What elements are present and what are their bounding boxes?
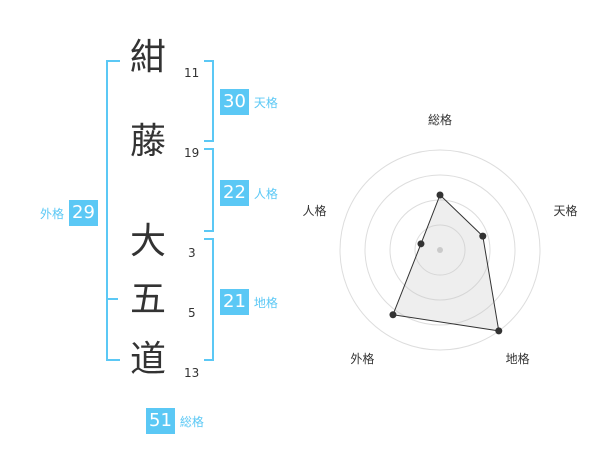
gaikaku-value: 29 [69,200,98,226]
jinkaku-value: 22 [220,180,249,206]
radar-point [479,232,487,240]
radar-axis-label: 総格 [428,113,453,127]
radar-ring [414,224,466,276]
radar-series-polygon [392,194,500,332]
name-char-3: 大 [129,221,166,262]
tenkaku-label: 天格 [253,95,278,110]
stroke-count-4: 5 [188,306,196,320]
radar-ring [364,174,516,326]
tenkaku-badge: 30 天格 [220,89,278,115]
radar-chart [339,149,541,351]
tenkaku-value: 30 [220,89,249,115]
radar-point [436,191,444,199]
name-char-1: 紺 [129,37,166,78]
soukaku-badge: 51 総格 [146,408,204,434]
stroke-count-2: 19 [184,146,200,160]
radar-ring [389,199,491,301]
jinkaku-bracket [204,148,214,232]
radar-axis-label: 天格 [553,204,578,219]
tenkaku-bracket [204,60,214,142]
radar-axis-label: 人格 [302,204,327,219]
soukaku-value: 51 [146,408,175,434]
radar-ring [339,149,541,351]
soukaku-label: 総格 [179,414,204,429]
stroke-count-5: 13 [184,366,200,380]
radar-point [389,311,397,319]
chikaku-bracket [204,238,214,361]
gaikaku-bracket-mid [106,298,118,300]
stroke-count-1: 11 [184,66,200,80]
radar-axis-label: 外格 [350,351,375,366]
chikaku-badge: 21 地格 [220,289,278,315]
radar-axis-label: 地格 [505,351,530,366]
jinkaku-badge: 22 人格 [220,180,278,206]
gaikaku-label: 外格 [40,206,65,221]
radar-point [417,240,425,248]
radar-center [437,247,443,253]
stroke-count-3: 3 [188,246,196,260]
gaikaku-badge: 29 外格 [40,200,98,226]
chikaku-label: 地格 [253,295,278,310]
gaikaku-bracket [106,60,120,361]
name-char-4: 五 [129,279,166,320]
radar-point [495,327,503,335]
name-char-5: 道 [129,339,166,380]
chikaku-value: 21 [220,289,249,315]
name-char-2: 藤 [129,121,166,162]
jinkaku-label: 人格 [253,186,278,201]
